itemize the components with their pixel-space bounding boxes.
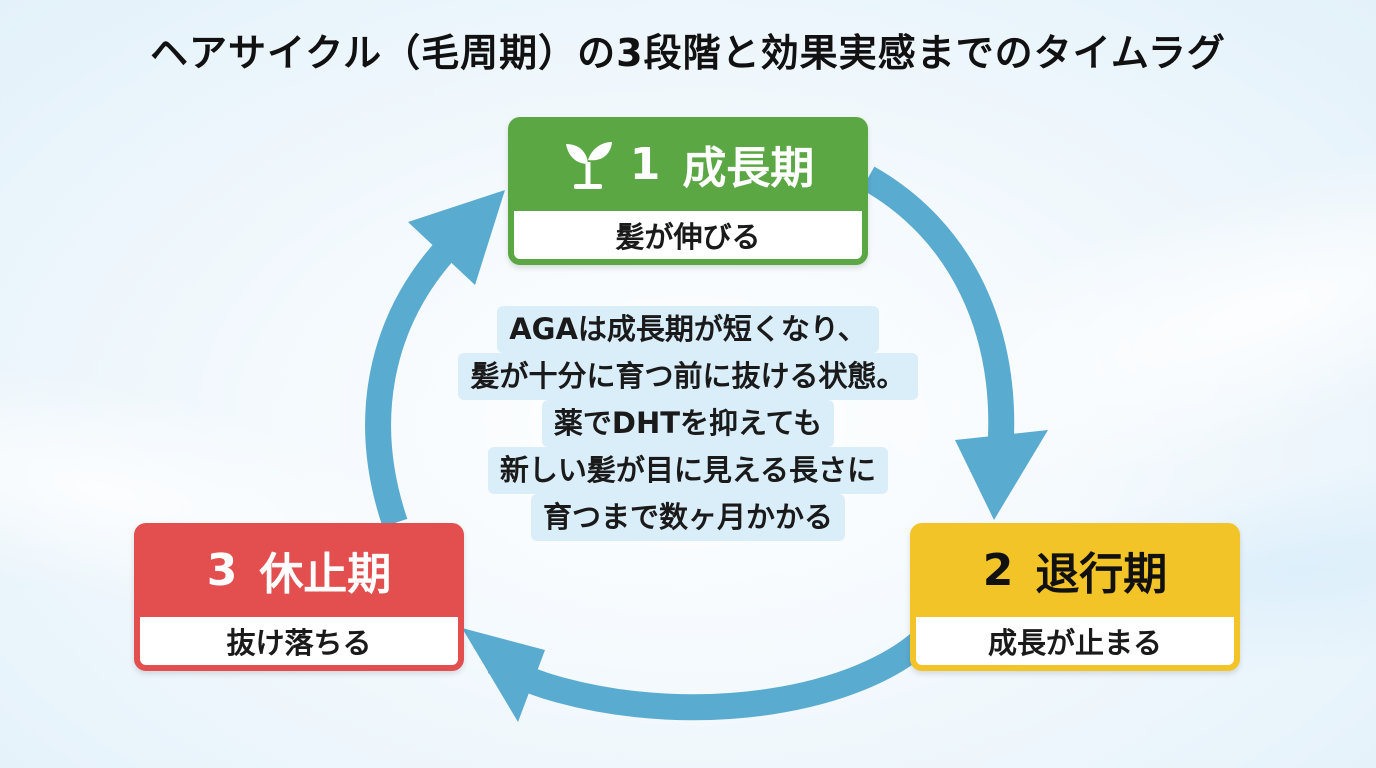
- stage-growth-description: 髪が伸びる: [514, 211, 862, 259]
- stage-rest-card: 3 休止期 抜け落ちる: [134, 523, 464, 671]
- center-explanation: AGAは成長期が短くなり、 髪が十分に育つ前に抜ける状態。 薬でDHTを抑えても…: [418, 306, 958, 541]
- stage-growth-name: 成長期: [682, 143, 815, 194]
- diagram-title: ヘアサイクル（毛周期）の3段階と効果実感までのタイムラグ: [150, 31, 1226, 75]
- center-explanation-line: 育つまで数ヶ月かかる: [530, 494, 845, 541]
- center-explanation-line: AGAは成長期が短くなり、: [497, 306, 879, 353]
- center-explanation-line: 髪が十分に育つ前に抜ける状態。: [458, 353, 918, 400]
- stage-regression-card: 2 退行期 成長が止まる: [910, 523, 1240, 671]
- stage-rest-description: 抜け落ちる: [140, 617, 458, 665]
- stage-rest-number: 3: [206, 544, 238, 596]
- center-explanation-line: 薬でDHTを抑えても: [541, 400, 835, 447]
- stage-regression-name: 退行期: [1035, 549, 1168, 600]
- stage-growth-number: 1: [629, 138, 661, 190]
- cycle-arrow-rest-to-growth: [365, 236, 460, 528]
- stage-growth-header: 1 成長期: [508, 117, 868, 211]
- stage-rest-header: 3 休止期: [134, 523, 464, 617]
- stage-growth-card: 1 成長期 髪が伸びる: [508, 117, 868, 265]
- arrowhead-left-icon: [462, 628, 545, 722]
- sprout-icon: [565, 142, 612, 189]
- arrowhead-up-right-icon: [408, 190, 505, 285]
- stage-regression-number: 2: [982, 544, 1014, 596]
- stage-rest-name: 休止期: [259, 549, 392, 600]
- cycle-arrow-growth-to-regression: [861, 166, 1015, 457]
- center-explanation-line: 新しい髪が目に見える長さに: [487, 447, 889, 494]
- stage-regression-header: 2 退行期: [910, 523, 1240, 617]
- cycle-arrow-regression-to-rest: [487, 628, 934, 721]
- arrowhead-down-right-icon: [955, 430, 1048, 520]
- stage-regression-description: 成長が止まる: [916, 617, 1234, 665]
